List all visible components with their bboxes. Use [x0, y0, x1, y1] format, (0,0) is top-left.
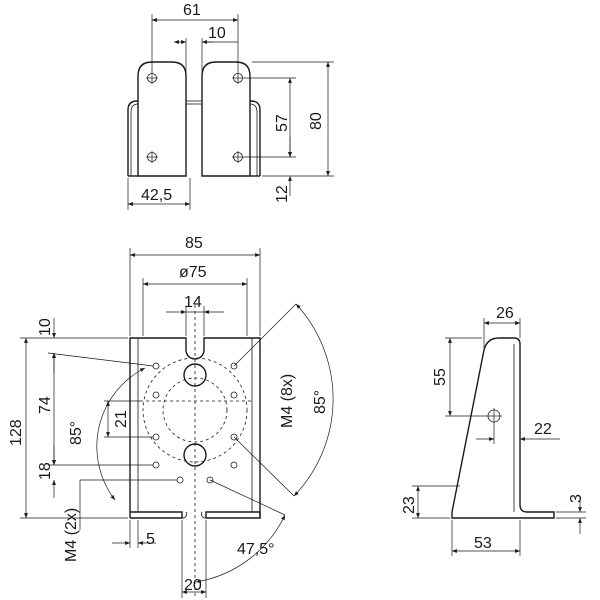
side-dim-hole: 22 — [534, 421, 552, 438]
top-dim-height-hole: 57 — [274, 114, 291, 132]
m4-hole-bottom-right — [206, 476, 214, 484]
m4-hole-7 — [152, 391, 160, 399]
top-left-flange — [127, 100, 138, 176]
m4-hole-5 — [152, 461, 160, 469]
top-dim-height-total: 80 — [308, 112, 325, 130]
top-right-flange — [250, 100, 261, 176]
top-dim-width: 61 — [183, 2, 201, 19]
side-dim-length: 53 — [474, 535, 492, 552]
front-angle-arc-right — [293, 303, 334, 497]
top-dim-offset: 10 — [208, 25, 226, 42]
front-dim-slot-bottom: 20 — [184, 577, 202, 594]
top-left-leg-outline — [137, 61, 187, 177]
front-dim-slot: 14 — [184, 294, 202, 311]
top-right-flange-inner — [249, 103, 258, 176]
front-center-hole-lower — [183, 443, 207, 467]
front-view: 85 ø75 14 128 10 74 18 21 — [8, 235, 334, 598]
front-dim-center: 21 — [113, 410, 130, 428]
top-dim-depth: 42,5 — [141, 187, 172, 204]
front-angle-bottom: 47,5° — [237, 541, 275, 558]
front-bottom-tab-right — [205, 511, 261, 519]
front-center-hole-upper — [183, 363, 207, 387]
top-right-leg-outline — [201, 61, 251, 177]
side-dim-thickness: 3 — [568, 494, 585, 503]
side-dim-base-height: 23 — [401, 496, 418, 514]
front-dim-width: 85 — [185, 235, 203, 252]
m4-hole-4 — [230, 433, 238, 441]
front-angle-right: 85° — [312, 390, 329, 414]
side-bracket-outline — [451, 337, 555, 519]
front-angle-arc-bottom — [195, 514, 286, 584]
front-dim-height-total: 128 — [8, 419, 25, 446]
front-dim-hole-pitch: 74 — [37, 396, 54, 414]
m4-hole-6 — [230, 461, 238, 469]
front-dim-offset-small: 5 — [146, 531, 155, 548]
top-dim-base: 12 — [274, 185, 291, 203]
front-angle-arc-left — [96, 367, 146, 501]
front-dim-top: 10 — [37, 318, 54, 336]
side-view: 26 55 22 23 3 53 — [401, 305, 586, 556]
front-angle-left: 85° — [68, 421, 85, 445]
side-dim-height: 55 — [432, 368, 449, 386]
side-dim-top: 26 — [496, 305, 514, 322]
top-left-flange-inner — [130, 103, 139, 176]
top-view: 61 10 80 57 12 42,5 — [127, 2, 334, 210]
front-dim-diameter: ø75 — [179, 264, 207, 281]
m4-hole-bottom-left — [176, 476, 184, 484]
m4-hole-1 — [152, 362, 160, 370]
front-thread-main: M4 (8x) — [279, 374, 296, 428]
front-bottom-tab-left — [130, 511, 183, 519]
m4-hole-2 — [230, 362, 238, 370]
front-thread-bottom: M4 (2x) — [63, 508, 80, 562]
m4-hole-3 — [152, 433, 160, 441]
front-dim-bottom: 18 — [37, 462, 54, 480]
m4-hole-8 — [230, 391, 238, 399]
